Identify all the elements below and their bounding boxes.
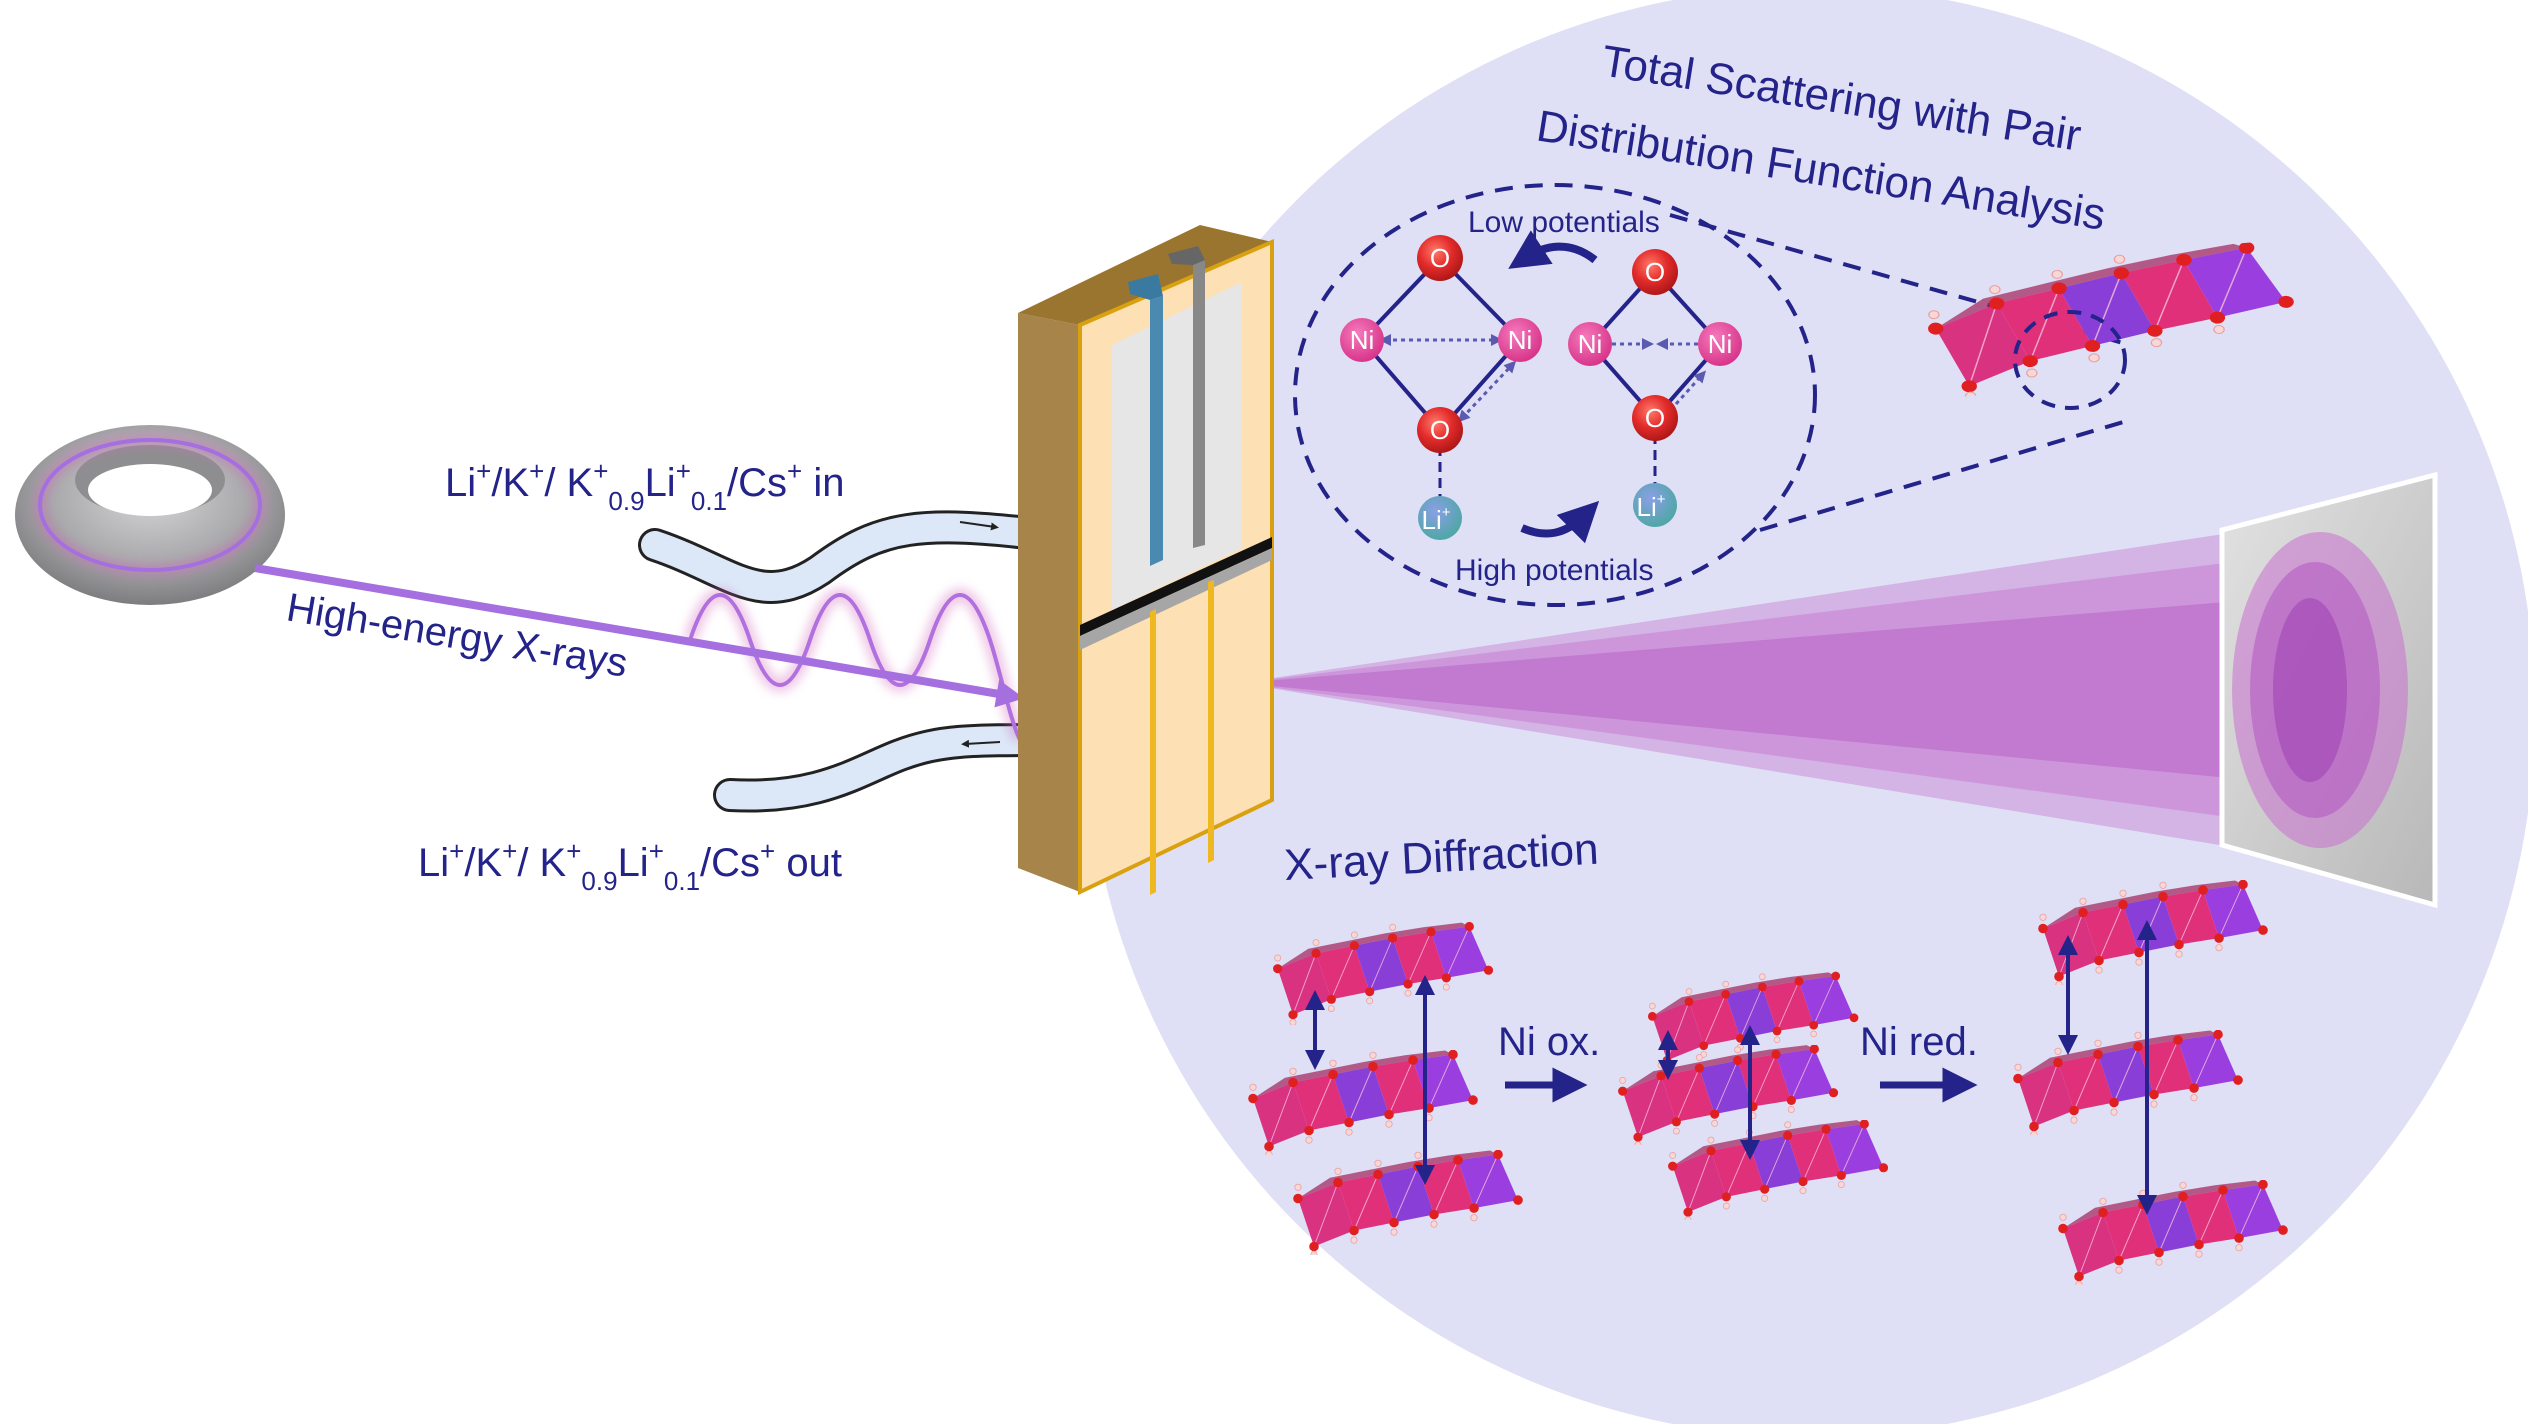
- xray-beam-arrow: [254, 564, 1025, 708]
- xrd-stage-initial: [1247, 921, 1524, 1255]
- lithium-ion-label: Li+: [1636, 491, 1665, 523]
- oxygen-atom-label: O: [1430, 243, 1450, 273]
- ni-o-diamond-low: O Ni Ni O Li+: [1340, 235, 1542, 540]
- crystal-highlight-dashed-circle: [2013, 310, 2127, 410]
- pdf-inset: Low potentials O Ni Ni O Li+: [1340, 206, 1742, 587]
- low-potential-arrow-icon: [1508, 230, 1598, 269]
- scattering-beam-cone: [1240, 530, 2250, 850]
- flow-in-label: Li+/K+/ K+0.9Li+0.1/Cs+ in: [445, 456, 844, 516]
- oxygen-atom-label: O: [1430, 415, 1450, 445]
- nickel-atom-label: Ni: [1508, 325, 1533, 355]
- detector-plate: [2219, 471, 2438, 909]
- nickel-atom-label: Ni: [1578, 329, 1603, 359]
- pdf-inset-dashed-circle: [1293, 183, 1817, 607]
- ni-red-label: Ni red.: [1860, 1020, 1978, 1064]
- xray-wave-icon: [683, 588, 1027, 744]
- high-potential-arrow-icon: [1520, 500, 1600, 544]
- high-potentials-label: High potentials: [1455, 554, 1653, 587]
- lithium-ion-label: Li+: [1421, 504, 1450, 536]
- ni-ox-label: Ni ox.: [1498, 1020, 1600, 1064]
- synchrotron-ring-icon: [15, 425, 285, 605]
- nickel-atom-label: Ni: [1708, 329, 1733, 359]
- nickel-atom-label: Ni: [1350, 325, 1375, 355]
- oxygen-atom-label: O: [1645, 257, 1665, 287]
- inlet-tube: [638, 510, 1062, 604]
- electrochemical-flow-cell: [1018, 225, 1274, 896]
- flow-out-label: Li+/K+/ K+0.9Li+0.1/Cs+ out: [418, 836, 842, 896]
- oxygen-atom-label: O: [1645, 403, 1665, 433]
- xrd-stage-reduced: [2012, 880, 2289, 1285]
- low-potentials-label: Low potentials: [1468, 206, 1660, 239]
- xrd-stage-oxidized: [1617, 971, 1889, 1220]
- ni-o-diamond-high: O Ni Ni O Li+: [1568, 249, 1742, 527]
- diffraction-ring-inner: [2273, 598, 2347, 782]
